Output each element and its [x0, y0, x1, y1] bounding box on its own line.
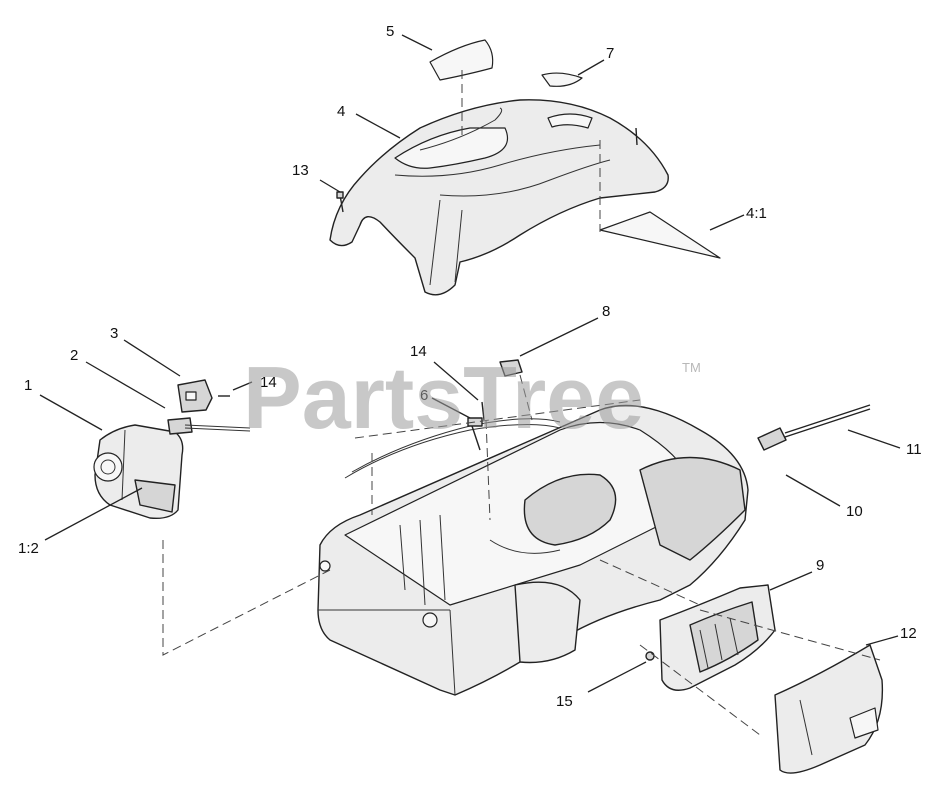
- callout-8: 8: [602, 303, 610, 320]
- control-module-part-1: [93, 424, 184, 520]
- watermark-trademark: TM: [682, 360, 701, 375]
- main-housing: [317, 404, 749, 696]
- assembly-lines: [162, 70, 881, 736]
- decal-part-4-1: [599, 211, 721, 259]
- callout-14-left: 14: [260, 374, 277, 391]
- leader-lines: [39, 34, 901, 693]
- callout-4-1: 4:1: [746, 205, 767, 222]
- callout-13: 13: [292, 162, 309, 179]
- callout-6: 6: [420, 387, 428, 404]
- watermark-text: PartsTree: [243, 348, 644, 447]
- callout-15: 15: [556, 693, 573, 710]
- clip-part-8: [499, 359, 523, 377]
- screw-part-14-center: [481, 401, 485, 421]
- callout-10: 10: [846, 503, 863, 520]
- screw-part-15: [645, 651, 655, 661]
- callout-7: 7: [606, 45, 614, 62]
- switch-part-3: [177, 379, 213, 413]
- cover-screw: [635, 127, 638, 146]
- cover-plate-part-5: [429, 39, 494, 81]
- callout-1-2: 1:2: [18, 540, 39, 557]
- ferrule-part-10: [757, 427, 787, 451]
- clip-part-6: [467, 417, 483, 427]
- callout-12: 12: [900, 625, 917, 642]
- callout-11: 11: [906, 441, 922, 458]
- callout-4: 4: [337, 103, 345, 120]
- callout-5: 5: [386, 23, 394, 40]
- partstree-watermark: PartsTree TM: [243, 348, 701, 447]
- side-cover-part-12: [774, 644, 884, 774]
- callout-labels: 1 1:2 2 3 4 4:1 5 6 7 8 9 10 11 12 13 14…: [18, 23, 922, 710]
- side-panel-part-9: [659, 584, 776, 691]
- plate-part-7: [541, 72, 583, 87]
- bracket-part-2: [167, 417, 251, 435]
- callout-1: 1: [24, 377, 32, 394]
- callout-14-center: 14: [410, 343, 427, 360]
- cable-end-part-11: [784, 404, 871, 438]
- upper-housing-cover: [329, 99, 669, 296]
- callout-3: 3: [110, 325, 118, 342]
- callout-9: 9: [816, 557, 824, 574]
- callout-2: 2: [70, 347, 78, 364]
